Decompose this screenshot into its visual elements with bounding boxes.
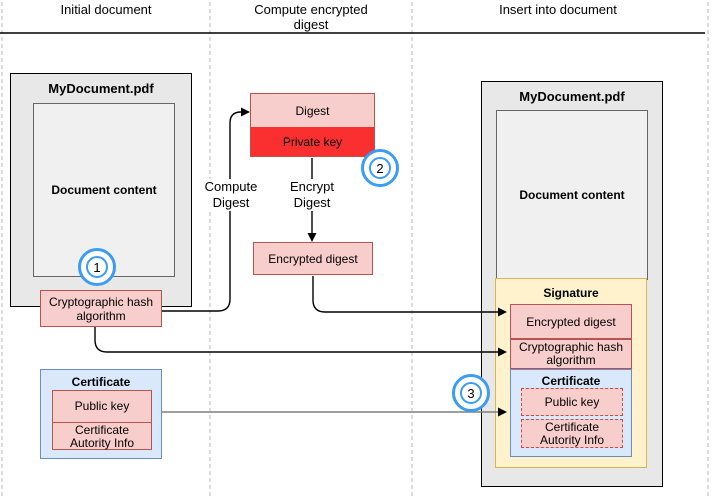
signature-title: Signature	[543, 286, 599, 300]
result-hash-label-line2: algorithm	[546, 353, 596, 367]
compute-digest-flow-label: Compute Digest	[199, 179, 263, 211]
result-encrypted-digest-label: Encrypted digest	[526, 314, 616, 329]
step-badge-3: 3	[452, 374, 490, 412]
connector-hash-insert	[94, 327, 499, 353]
authority-info-box: Certificate Autority Info	[53, 422, 151, 450]
step-number-3: 3	[460, 382, 482, 404]
column-header-compute-encrypted-digest: Compute encrypted digest	[254, 2, 368, 32]
step-badge-2: 2	[361, 149, 399, 187]
signature-box: Signature Encrypted digest Cryptographic…	[495, 278, 647, 468]
document-content-box: Document content	[33, 103, 175, 277]
column-header-initial-document: Initial document	[60, 2, 152, 17]
digest-cell: Digest	[251, 94, 374, 127]
result-content-label: Document content	[519, 188, 625, 202]
result-encrypted-digest-box: Encrypted digest	[510, 304, 632, 339]
hash-algorithm-box: Cryptographic hash algorithm	[40, 290, 162, 327]
result-public-key-label: Public key	[544, 394, 600, 409]
step-number-2: 2	[369, 157, 391, 179]
result-authority-box: Certificate Autority Info	[521, 419, 623, 448]
result-hash-label-line1: Cryptographic hash	[518, 340, 624, 354]
column-header-insert-into-document: Insert into document	[499, 2, 617, 17]
hash-algorithm-label-line1: Cryptographic hash	[48, 294, 154, 309]
authority-info-label-line2: Autority Info	[69, 435, 135, 450]
private-key-cell: Private key	[251, 127, 374, 156]
result-document-title: MyDocument.pdf	[519, 89, 625, 104]
public-key-box: Public key	[53, 391, 151, 422]
result-content-box: Document content	[496, 110, 648, 280]
step-number-1: 1	[86, 256, 108, 278]
certificate-title: Certificate	[71, 375, 131, 389]
initial-document-title: MyDocument.pdf	[48, 81, 154, 96]
arrowhead-encrypt-digest	[307, 233, 317, 242]
result-document-box: MyDocument.pdf Document content Signatur…	[481, 81, 663, 487]
step-badge-1: 1	[78, 248, 116, 286]
document-content-label: Document content	[51, 183, 157, 197]
arrowhead-compute-digest	[241, 107, 250, 117]
encrypted-digest-label: Encrypted digest	[268, 251, 358, 266]
authority-info-label-line1: Certificate	[74, 422, 130, 437]
connector-encrypted-digest-insert	[312, 276, 499, 313]
digest-stack: Digest Private key	[250, 93, 375, 157]
private-key-label: Private key	[282, 134, 343, 149]
hash-algorithm-label-line2: algorithm	[76, 308, 126, 323]
public-key-label: Public key	[74, 399, 130, 413]
result-public-key-box: Public key	[521, 388, 623, 416]
result-authority-label-line2: Autority Info	[539, 432, 605, 447]
encrypted-digest-box: Encrypted digest	[253, 242, 373, 275]
initial-document-box: MyDocument.pdf Document content	[10, 73, 192, 307]
result-certificate-title: Certificate	[541, 374, 601, 388]
result-hash-box: Cryptographic hash algorithm	[510, 339, 632, 369]
certificate-box: Certificate Public key Certificate Autor…	[40, 369, 162, 459]
encrypt-digest-flow-label: Encrypt Digest	[280, 179, 344, 211]
digest-label: Digest	[295, 103, 330, 118]
certificate-stack: Public key Certificate Autority Info	[52, 390, 152, 450]
result-certificate-box: Certificate Public key Certificate Autor…	[510, 369, 632, 457]
result-authority-label-line1: Certificate	[544, 419, 600, 434]
